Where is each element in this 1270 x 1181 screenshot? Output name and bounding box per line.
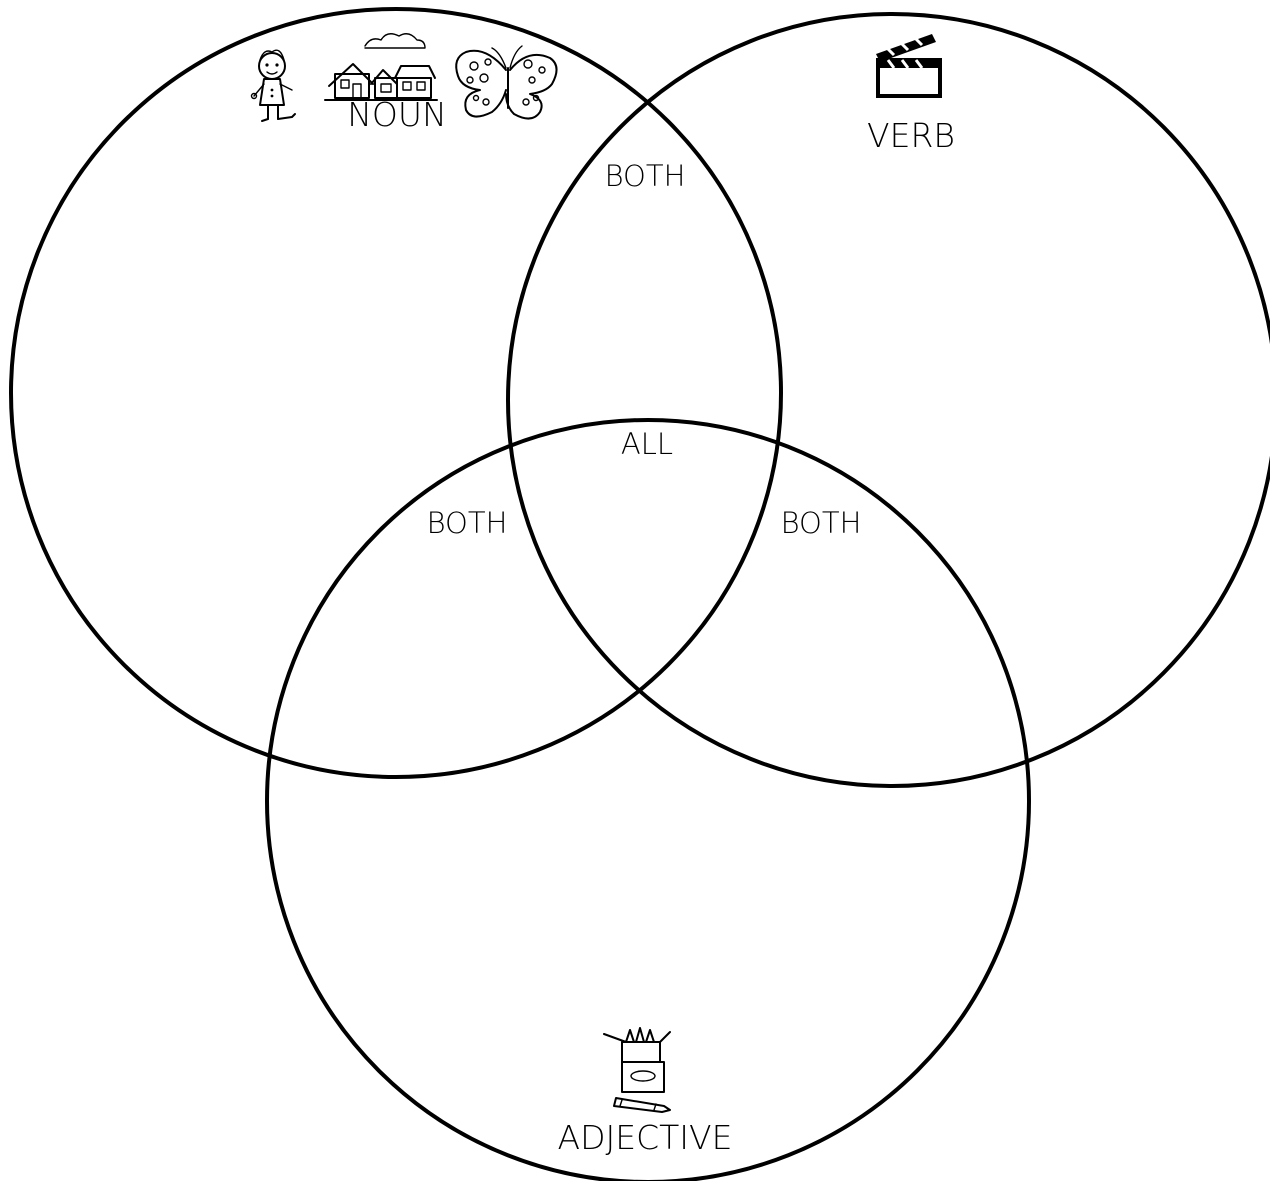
child-drawing-icon [250, 49, 296, 122]
clapperboard-icon [876, 34, 942, 98]
noun-verb-overlap-label: BOTH [605, 159, 686, 193]
center-overlap-label: ALL [621, 427, 673, 461]
noun-label: NOUN [347, 95, 447, 134]
houses-icon [324, 33, 438, 101]
crayon-box-icon [603, 1027, 671, 1113]
verb-circle [506, 12, 1270, 788]
verb-adjective-overlap-label: BOTH [781, 506, 862, 540]
adjective-circle [265, 418, 1031, 1181]
butterfly-icon [455, 45, 558, 120]
verb-label: VERB [867, 116, 955, 155]
adjective-label: ADJECTIVE [558, 1118, 733, 1157]
noun-circle [9, 7, 783, 779]
noun-adjective-overlap-label: BOTH [427, 506, 508, 540]
